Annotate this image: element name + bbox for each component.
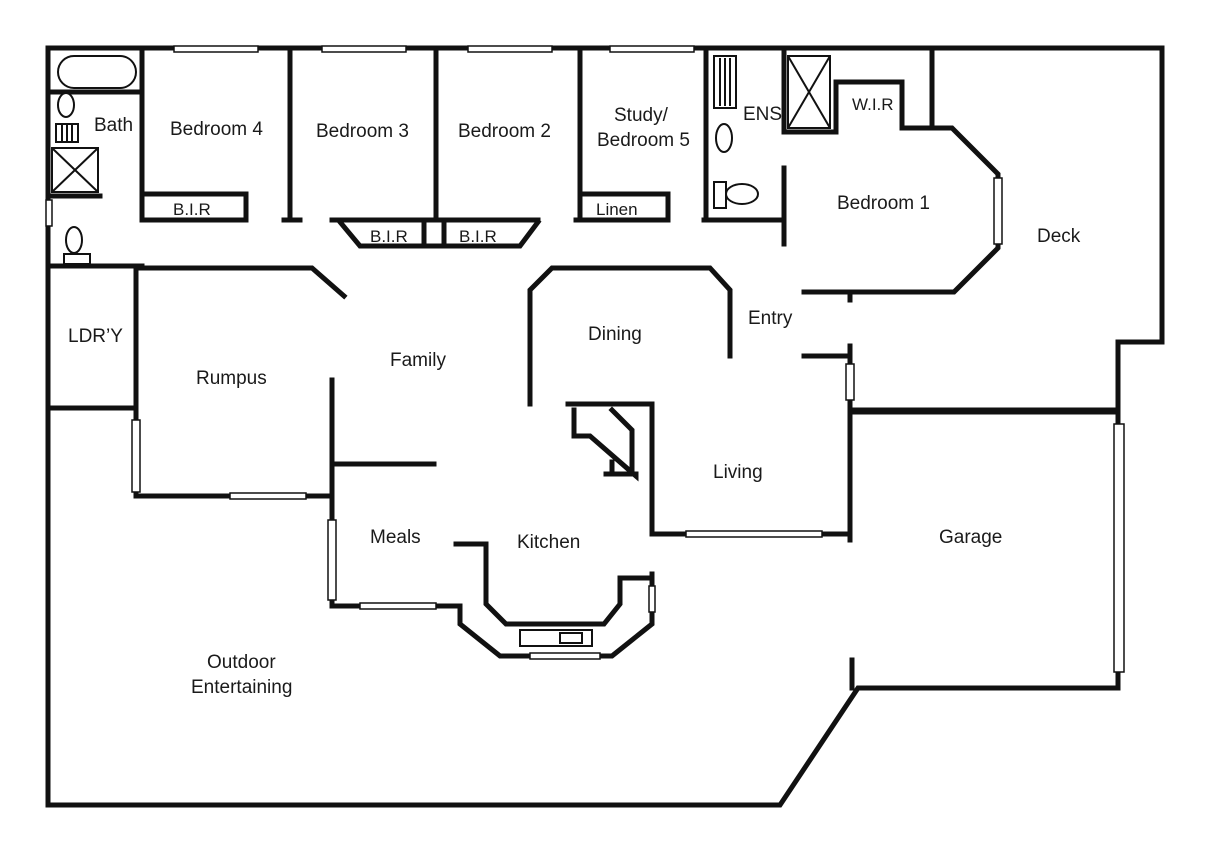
label-linen: Linen (596, 200, 638, 219)
label-outdoor-line1: Outdoor (207, 652, 276, 673)
label-family: Family (390, 350, 446, 371)
storage-labels: B.I.R B.I.R B.I.R Linen (173, 200, 638, 246)
label-bath: Bath (94, 115, 133, 136)
ensuite-basin-icon (715, 123, 733, 153)
bathtub-icon (57, 55, 137, 89)
label-study-line1: Study/ (614, 105, 669, 126)
bath-walls (45, 89, 145, 411)
label-garage: Garage (939, 527, 1002, 548)
label-entry: Entry (748, 308, 793, 329)
label-bir-bed2: B.I.R (459, 227, 497, 246)
label-ldry: LDR’Y (68, 326, 123, 347)
label-bir-bed4: B.I.R (173, 200, 211, 219)
windows (45, 45, 1125, 673)
basin-icon (57, 92, 75, 118)
label-study-line2: Bedroom 5 (597, 130, 690, 151)
label-wir: W.I.R (852, 95, 894, 114)
label-bedroom-1: Bedroom 1 (837, 193, 930, 214)
label-bedroom-2: Bedroom 2 (458, 121, 551, 142)
label-bedroom-3: Bedroom 3 (316, 121, 409, 142)
label-bedroom-4: Bedroom 4 (170, 119, 263, 140)
ensuite-fixtures (713, 55, 831, 209)
label-kitchen: Kitchen (517, 532, 580, 553)
ensuite-toilet-icon (725, 183, 759, 205)
label-outdoor-line2: Entertaining (191, 677, 292, 698)
label-rumpus: Rumpus (196, 368, 267, 389)
label-dining: Dining (588, 324, 642, 345)
label-deck: Deck (1037, 226, 1081, 247)
label-bir-bed3: B.I.R (370, 227, 408, 246)
room-labels: Bath Bedroom 4 Bedroom 3 Bedroom 2 Study… (68, 95, 1081, 698)
kitchen-fixtures (519, 629, 593, 647)
toilet-icon (65, 226, 83, 254)
label-meals: Meals (370, 527, 421, 548)
built-in-robes (139, 191, 671, 249)
bath-fixtures (51, 55, 137, 265)
garage-walls (849, 409, 1121, 691)
bedroom-walls (139, 47, 787, 223)
label-ens: ENS (743, 104, 782, 125)
label-living: Living (713, 462, 763, 483)
